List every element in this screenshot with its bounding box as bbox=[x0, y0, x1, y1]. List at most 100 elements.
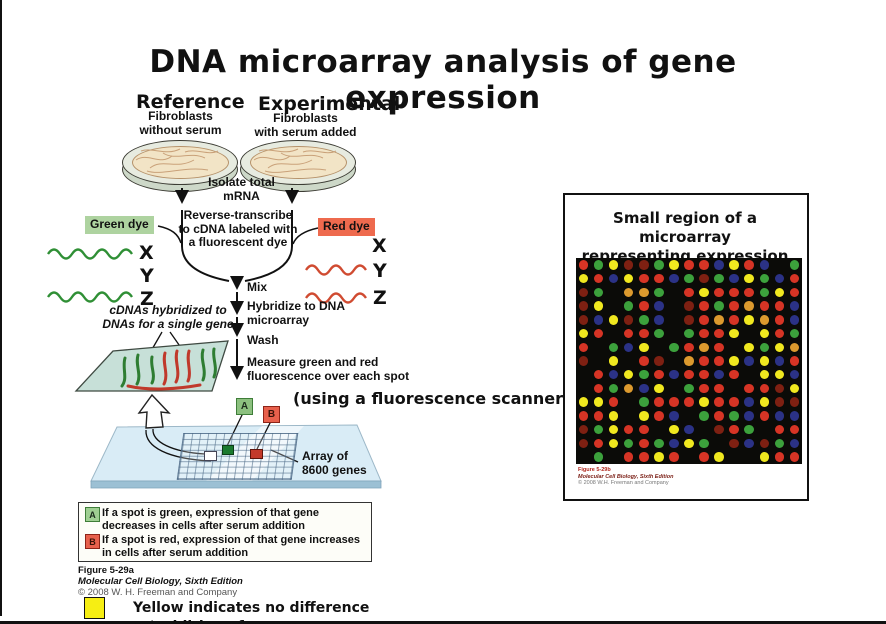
microarray-spot bbox=[744, 273, 754, 284]
microarray-spot bbox=[623, 452, 634, 462]
gene-letter-z-right: Z bbox=[373, 287, 387, 309]
microarray-spot bbox=[744, 424, 754, 435]
up-arrow-icon bbox=[137, 393, 171, 429]
microarray-spot bbox=[774, 369, 785, 380]
microarray-spot bbox=[789, 301, 800, 311]
microarray-spot bbox=[593, 369, 604, 380]
chip-a: A bbox=[236, 398, 253, 415]
microarray-spot bbox=[654, 438, 664, 449]
microarray-spot bbox=[774, 315, 785, 325]
microarray-spot bbox=[774, 438, 785, 449]
green-dye-chip: Green dye bbox=[85, 216, 154, 234]
microarray-spot bbox=[744, 383, 754, 394]
gene-letter-y-right: Y bbox=[373, 260, 387, 282]
microarray-spot bbox=[774, 383, 785, 394]
cdna-pointer-left bbox=[146, 331, 163, 359]
microarray-spot bbox=[654, 301, 664, 311]
legend-text-b: If a spot is red, expression of that gen… bbox=[102, 534, 360, 559]
microarray-spot bbox=[623, 369, 634, 380]
microarray-spot bbox=[593, 260, 604, 270]
grid-cell-white bbox=[204, 451, 217, 461]
microarray-spot bbox=[789, 287, 800, 298]
yellow-note: Yellow indicates no difference bbox=[133, 600, 370, 616]
microarray-spot bbox=[684, 356, 694, 366]
microarray-spot bbox=[729, 260, 739, 270]
microarray-spot bbox=[729, 356, 739, 366]
microarray-spot bbox=[639, 342, 649, 353]
microarray-spot bbox=[623, 342, 634, 353]
microarray-spot bbox=[608, 315, 619, 325]
microarray-spot bbox=[684, 260, 694, 270]
microarray-spot bbox=[684, 397, 694, 407]
hybridized-strands bbox=[120, 347, 217, 391]
microarray-spot bbox=[669, 452, 679, 462]
microarray-spot bbox=[623, 438, 634, 449]
microarray-slide-edge bbox=[90, 480, 382, 489]
microarray-spot bbox=[789, 452, 800, 462]
microarray-spot bbox=[699, 411, 709, 421]
microarray-spot bbox=[623, 328, 634, 339]
microarray-spot bbox=[744, 356, 754, 366]
microarray-spot bbox=[639, 301, 649, 311]
microarray-spot bbox=[608, 397, 619, 407]
panel-caption-figure: Figure 5-29b bbox=[578, 467, 611, 473]
microarray-spot bbox=[684, 287, 694, 298]
microarray-spot bbox=[639, 260, 649, 270]
microarray-spot bbox=[578, 328, 589, 339]
microarray-spot bbox=[774, 273, 785, 284]
microarray-panel: Small region of a microarray representin… bbox=[563, 193, 809, 501]
microarray-spot bbox=[774, 452, 785, 462]
microarray-spot bbox=[789, 411, 800, 421]
microarray-spot bbox=[623, 273, 634, 284]
microarray-spot bbox=[639, 287, 649, 298]
microarray-spot bbox=[744, 287, 754, 298]
microarray-spot bbox=[669, 438, 679, 449]
microarray-spot bbox=[744, 315, 754, 325]
microarray-spot bbox=[729, 273, 739, 284]
microarray-spot bbox=[608, 411, 619, 421]
yellow-note-partial-line: w/ addition of serum bbox=[135, 619, 298, 624]
legend-chip-b: B bbox=[85, 534, 100, 549]
microarray-spot bbox=[714, 342, 724, 353]
microarray-spot bbox=[669, 424, 679, 435]
microarray-spot bbox=[774, 301, 785, 311]
microarray-spot bbox=[639, 369, 649, 380]
reference-sublabel: Fibroblasts without serum bbox=[139, 109, 222, 137]
microarray-spot bbox=[684, 383, 694, 394]
microarray-spot bbox=[654, 369, 664, 380]
microarray-spot bbox=[699, 438, 709, 449]
microarray-spot bbox=[654, 383, 664, 394]
microarray-spot bbox=[578, 342, 589, 353]
microarray-spot bbox=[669, 342, 679, 353]
microarray-spot bbox=[789, 383, 800, 394]
microarray-spot bbox=[759, 438, 770, 449]
mix-step: Mix bbox=[247, 280, 268, 294]
hybridize-step: Hybridize to DNA microarray bbox=[247, 299, 346, 327]
microarray-spot bbox=[654, 328, 664, 339]
microarray-spot bbox=[699, 452, 709, 462]
microarray-spot bbox=[759, 397, 770, 407]
microarray-spot bbox=[714, 411, 724, 421]
microarray-spot bbox=[759, 383, 770, 394]
microarray-spot bbox=[669, 411, 679, 421]
microarray-spot bbox=[578, 356, 589, 366]
microarray-spot bbox=[714, 397, 724, 407]
microarray-spot bbox=[654, 452, 664, 462]
slide-grid bbox=[176, 433, 299, 480]
experimental-label: Experimental bbox=[258, 93, 401, 115]
microarray-spot bbox=[744, 342, 754, 353]
microarray-spot bbox=[593, 328, 604, 339]
microarray-spot bbox=[714, 260, 724, 270]
microarray-spot bbox=[639, 438, 649, 449]
panel-caption: Figure 5-29b Molecular Cell Biology, Six… bbox=[578, 467, 673, 487]
microarray-spot bbox=[608, 273, 619, 284]
microarray-spot bbox=[714, 369, 724, 380]
gene-letter-z-left: Z bbox=[140, 288, 154, 310]
gene-letter-x-left: X bbox=[139, 242, 154, 264]
gene-letter-x-right: X bbox=[372, 235, 387, 257]
microarray-spot bbox=[593, 424, 604, 435]
microarray-spot bbox=[593, 315, 604, 325]
microarray-spot bbox=[593, 452, 604, 462]
microarray-spot bbox=[699, 273, 709, 284]
